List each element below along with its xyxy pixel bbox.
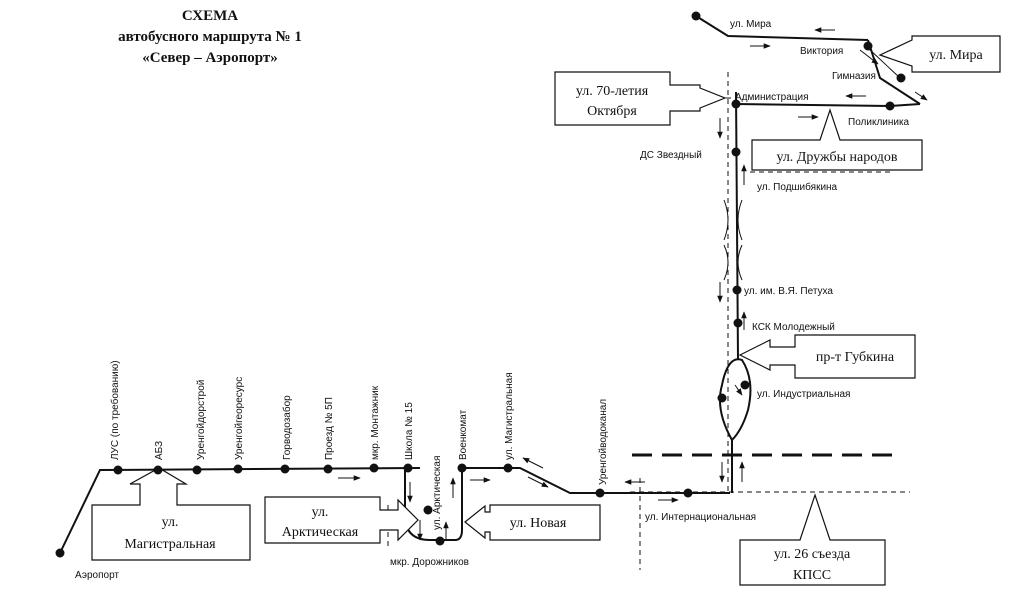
- title-line-3: «Север – Аэропорт»: [142, 50, 278, 66]
- label-ul-internatsionalnaya: ул. Интернациональная: [645, 512, 756, 523]
- road-airport: [59, 467, 421, 554]
- callout-kpss-line2: КПСС: [793, 568, 831, 583]
- stop-montazhnik: [369, 463, 379, 473]
- callout-kpss: ул. 26 съезда КПСС: [739, 493, 886, 586]
- callout-arkticheskaya-line2: Арктическая: [282, 525, 359, 540]
- stop-labels: Аэропорт ЛУС (по требованию) АБЗ Уренгой…: [75, 19, 910, 581]
- label-podshibyakina: ул. Подшибякина: [757, 181, 838, 193]
- callout-gubkina-label: пр-т Губкина: [816, 350, 895, 365]
- stop-gorvodozabor: [280, 464, 290, 474]
- callout-novaya: ул. Новая: [464, 504, 601, 541]
- stop-ul-internatsionalnaya: [683, 488, 693, 498]
- road-mira-right: [867, 39, 921, 105]
- stop-abz: [153, 465, 163, 475]
- label-petukh: ул. им. В.Я. Петуха: [744, 286, 833, 297]
- stop-ul-mira: [691, 11, 701, 21]
- callout-druzhby: ул. Дружбы народов: [751, 108, 923, 171]
- label-poliklinika: Поликлиника: [848, 117, 910, 128]
- label-ul-mira: ул. Мира: [730, 19, 772, 30]
- stop-administratsiya: [731, 99, 741, 109]
- title-line-2: автобусного маршрута № 1: [118, 29, 302, 45]
- road-vertical-upper: [735, 91, 739, 361]
- stops: [55, 11, 906, 558]
- label-lus: ЛУС (по требованию): [109, 360, 121, 460]
- road-gimnaziya-link: [867, 47, 901, 79]
- bracket-marks: [723, 199, 743, 281]
- stop-ul-arkticheskaya: [423, 505, 433, 515]
- callout-novaya-label: ул. Новая: [510, 516, 567, 531]
- label-industrialnaya: ул. Индустриальная: [757, 389, 850, 400]
- callout-druzhby-label: ул. Дружбы народов: [776, 150, 897, 165]
- stop-ds-zvezdny: [731, 147, 741, 157]
- label-ul-magistralnaya: ул. Магистральная: [504, 372, 515, 460]
- callout-magistralnaya: ул. Магистральная: [91, 467, 251, 561]
- callout-oktyabrya: ул. 70-летия Октября: [554, 71, 727, 126]
- label-montazhnik: мкр. Монтажник: [370, 385, 381, 460]
- label-dorozhnikov: мкр. Дорожников: [390, 557, 469, 568]
- label-gimnaziya: Гимназия: [832, 71, 876, 82]
- label-urengoyresurs: Уренгойгеоресурс: [234, 377, 245, 460]
- callout-arkticheskaya-line1: ул.: [312, 505, 329, 520]
- stop-gimnaziya: [896, 73, 906, 83]
- stop-airport: [55, 548, 65, 558]
- label-viktoriya: Виктория: [800, 46, 843, 57]
- stop-urengoyvodokanal: [595, 488, 605, 498]
- road-mira-upper: [695, 15, 869, 41]
- stop-ul-magistralnaya: [503, 463, 513, 473]
- label-urengoyvodokanal: Уренгойводоканал: [598, 399, 609, 485]
- label-ul-arkticheskaya: ул. Арктическая: [432, 456, 443, 530]
- stop-urengoyresurs: [233, 464, 243, 474]
- stop-ksk: [733, 318, 743, 328]
- stop-dorozhnikov: [435, 536, 445, 546]
- stop-school15: [403, 463, 413, 473]
- callout-mira: ул. Мира: [878, 35, 1001, 73]
- title-line-1: СХЕМА: [182, 8, 238, 24]
- stop-industrialnaya-right: [740, 380, 750, 390]
- label-urengoydorstroy: Уренгойдорстрой: [196, 380, 207, 460]
- road-novaya-stub: [462, 467, 730, 494]
- callout-mira-label: ул. Мира: [929, 48, 983, 63]
- stop-viktoriya: [863, 41, 873, 51]
- stop-proezd5p: [323, 464, 333, 474]
- label-gorvodozabor: Горводозабор: [281, 395, 293, 460]
- label-voenkomat: Военкомат: [458, 409, 469, 460]
- stop-urengoydorstroy: [192, 465, 202, 475]
- label-proezd5p: Проезд № 5П: [324, 397, 335, 460]
- stop-voenkomat: [457, 463, 467, 473]
- direction-arrows: [338, 27, 928, 541]
- callout-oktyabrya-line2: Октября: [587, 104, 637, 119]
- callout-oktyabrya-line1: ул. 70-летия: [576, 84, 649, 99]
- label-abz: АБЗ: [154, 441, 165, 460]
- callout-kpss-line1: ул. 26 съезда: [774, 547, 851, 562]
- stop-poliklinika: [885, 101, 895, 111]
- stop-petukh: [732, 285, 742, 295]
- label-ds-zvezdny: ДС Звездный: [640, 150, 702, 161]
- label-airport: Аэропорт: [75, 570, 119, 581]
- callout-magistralnaya-line2: Магистральная: [124, 537, 216, 552]
- diagram-title: СХЕМА автобусного маршрута № 1 «Север – …: [118, 8, 302, 66]
- callout-gubkina: пр-т Губкина: [738, 334, 916, 379]
- callout-magistralnaya-line1: ул.: [162, 515, 179, 530]
- stop-lus: [113, 465, 123, 475]
- stop-industrialnaya-left: [717, 393, 727, 403]
- callout-arkticheskaya: ул. Арктическая: [264, 496, 419, 544]
- label-school15: Школа № 15: [404, 402, 415, 460]
- label-administratsiya: Администрация: [735, 92, 809, 103]
- label-ksk: КСК Молодежный: [752, 322, 835, 333]
